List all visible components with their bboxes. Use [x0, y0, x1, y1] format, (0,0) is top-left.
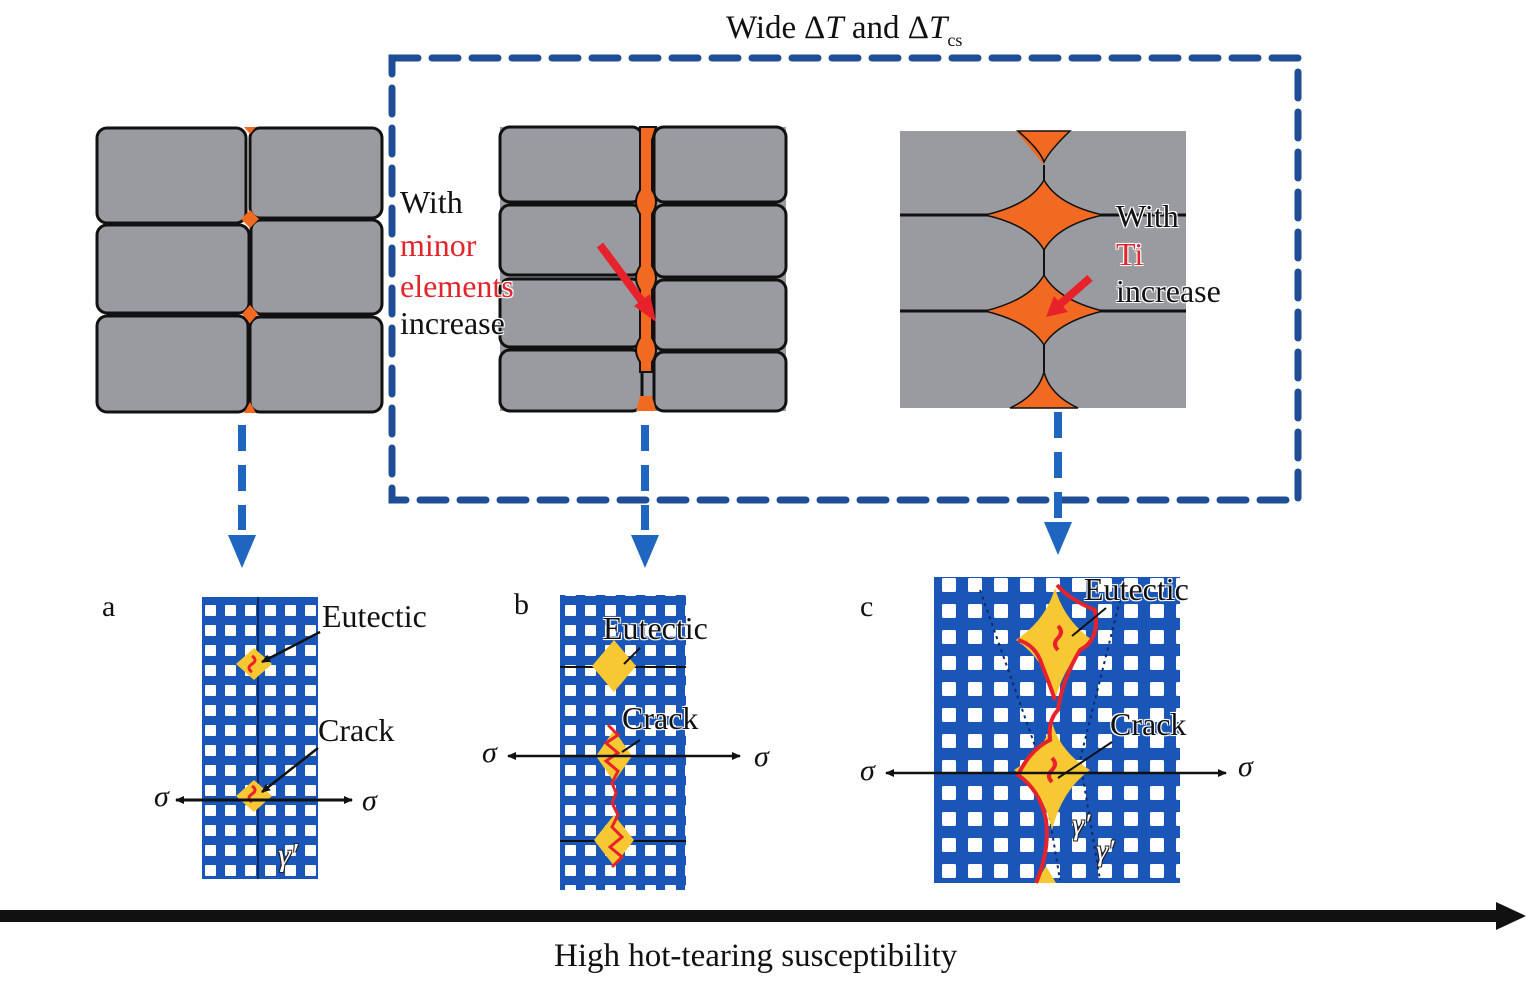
annotation-minor-minor: minor — [400, 227, 477, 263]
flow-arrow-c — [1044, 412, 1072, 555]
panel-label-b: b — [514, 588, 529, 621]
panel-a-crack-label: Crack — [318, 712, 395, 748]
diagram-title: ΔT and ΔTcs — [804, 10, 963, 50]
title-delta-1: Δ — [804, 10, 826, 46]
annotation-ti-ti: Ti — [1116, 236, 1144, 272]
microstructure-b — [507, 595, 741, 890]
panel-c-eutectic-label: Eutectic — [1084, 571, 1189, 607]
panel-b-stress-left: σ — [482, 736, 497, 769]
panel-a-eutectic-label: Eutectic — [322, 598, 427, 634]
axis-label: High hot-tearing susceptibility — [554, 938, 958, 974]
annotation-ti-with: With — [1116, 198, 1179, 234]
panel-c-crack-label: Crack — [1110, 706, 1187, 742]
microstructure-a — [175, 597, 353, 879]
annotation-ti-increase: increase — [1116, 273, 1221, 309]
panel-c-gamma-prime-1: γ′ — [1072, 808, 1091, 841]
panel-a-gamma-prime: γ′ — [278, 836, 298, 872]
panel-b-eutectic-label: Eutectic — [603, 610, 708, 646]
annotation-minor-elements: elements — [400, 268, 514, 304]
liquid-film — [635, 126, 658, 373]
eutectic-pocket — [592, 640, 636, 692]
flow-arrow-a — [228, 425, 256, 568]
panel-label-a: a — [102, 590, 116, 623]
title-t-2: T — [928, 10, 948, 46]
title-t-1: T — [825, 10, 844, 46]
annotation-minor-increase: increase — [400, 305, 505, 341]
panel-c-stress-right: σ — [1238, 750, 1253, 783]
panel-a-stress-right: σ — [362, 784, 377, 817]
liquid-pocket — [242, 305, 258, 323]
title-subscript: cs — [947, 30, 963, 50]
panel-a-stress-left: σ — [154, 780, 169, 813]
panel-c-gamma-prime-2: γ′ — [1096, 834, 1115, 867]
title-wide: Wide — [726, 10, 805, 46]
wide-range-dashed-box — [388, 54, 1302, 504]
grain-structure-ti — [900, 130, 1186, 409]
red-arrow — [1055, 274, 1093, 310]
crack — [603, 723, 625, 869]
panel-c-stress-left: σ — [860, 754, 875, 787]
grain-structure-baseline — [95, 126, 384, 414]
title-delta-2: Δ — [907, 10, 929, 46]
susceptibility-axis-arrow — [0, 902, 1526, 930]
annotation-minor-with: With — [400, 184, 463, 220]
panel-b-crack-label: Crack — [622, 700, 699, 736]
eutectic-pocket — [594, 815, 634, 866]
grain-structure-minor-elements — [498, 125, 788, 413]
panel-b-stress-right: σ — [754, 740, 769, 773]
title-and: and — [843, 10, 908, 46]
panel-label-c: c — [860, 590, 874, 623]
flow-arrow-b — [631, 425, 659, 568]
microstructure-c — [885, 577, 1227, 884]
liquid-pocket — [984, 178, 1104, 252]
liquid-pocket — [241, 210, 259, 228]
liquid-pocket — [984, 273, 1104, 347]
